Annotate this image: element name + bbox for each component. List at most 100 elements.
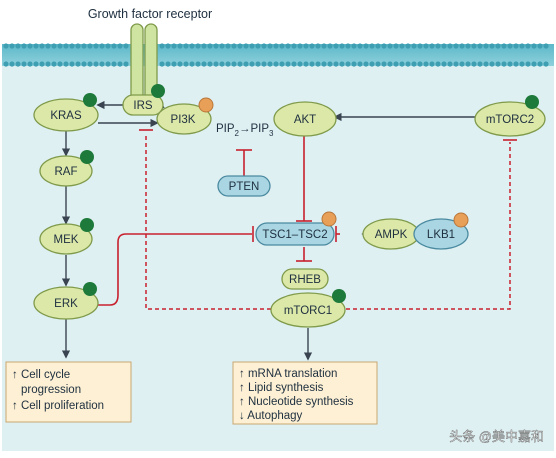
mtorc1-label: mTORC1 (284, 305, 332, 317)
lipid-head (543, 43, 549, 49)
lipid-head (315, 61, 321, 67)
lipid-head (57, 43, 63, 49)
phospho-dot (83, 282, 97, 296)
lipid-head (63, 43, 69, 49)
node-ampk: AMPK (362, 218, 420, 250)
node-tsc: TSC1–TSC2 (255, 211, 337, 246)
inhibit-erk-tsc (98, 233, 252, 306)
lipid-head (459, 43, 465, 49)
node-irs: IRS (122, 84, 165, 116)
outcome-erk-line1: ↑ Cell cycle (12, 369, 70, 381)
lipid-head (279, 43, 285, 49)
node-pten: PTEN (217, 175, 271, 197)
lipid-head (447, 43, 453, 49)
lipid-head (99, 43, 105, 49)
lipid-head (525, 43, 531, 49)
lipid-head (399, 61, 405, 67)
lipid-head (429, 43, 435, 49)
phospho-dot (525, 95, 539, 109)
lipid-head (453, 43, 459, 49)
lipid-head (237, 61, 243, 67)
lipid-head (285, 43, 291, 49)
lipid-head (393, 61, 399, 67)
lipid-head (231, 61, 237, 67)
lipid-head (345, 43, 351, 49)
lipid-head (93, 43, 99, 49)
lipid-head (219, 43, 225, 49)
lipid-head (87, 43, 93, 49)
lipid-head (177, 43, 183, 49)
lipid-head (27, 61, 33, 67)
lipid-head (321, 61, 327, 67)
node-akt: AKT (273, 101, 337, 137)
lipid-head (57, 61, 63, 67)
lipid-head (417, 43, 423, 49)
lipid-head (189, 61, 195, 67)
lipid-head (9, 43, 15, 49)
irs-label: IRS (133, 100, 153, 112)
lipid-head (63, 61, 69, 67)
lipid-head (99, 61, 105, 67)
lipid-head (297, 43, 303, 49)
lipid-head (255, 43, 261, 49)
lipid-head (261, 43, 267, 49)
lipid-head (363, 43, 369, 49)
lipid-head (483, 43, 489, 49)
ampk-label: AMPK (375, 229, 408, 241)
lipid-head (69, 43, 75, 49)
lipid-head (123, 61, 129, 67)
lipid-head (429, 61, 435, 67)
pip-conversion: PIP2→PIP3 (216, 123, 274, 138)
lipid-head (249, 61, 255, 67)
lipid-head (369, 43, 375, 49)
lipid-head (339, 43, 345, 49)
rheb-label: RHEB (289, 274, 321, 286)
lipid-head (285, 61, 291, 67)
lipid-head (309, 61, 315, 67)
lipid-head (75, 61, 81, 67)
lipid-head (363, 61, 369, 67)
lipid-head (351, 61, 357, 67)
lipid-head (321, 43, 327, 49)
outcome-box-mtorc1: ↑ mRNA translation ↑ Lipid synthesis ↑ N… (232, 361, 378, 425)
lipid-head (477, 61, 483, 67)
lipid-head (201, 43, 207, 49)
lipid-head (531, 61, 537, 67)
lipid-head (471, 61, 477, 67)
lipid-head (27, 43, 33, 49)
lipid-head (213, 61, 219, 67)
lipid-head (15, 43, 21, 49)
lipid-head (243, 43, 249, 49)
lipid-head (441, 61, 447, 67)
lipid-head (33, 61, 39, 67)
lipid-head (87, 61, 93, 67)
feedback-loops (145, 133, 511, 310)
pi3k-label: PI3K (171, 114, 196, 126)
phospho-dot (332, 289, 346, 303)
lipid-head (75, 43, 81, 49)
lipid-head (267, 61, 273, 67)
lipid-head (123, 43, 129, 49)
lipid-head (117, 61, 123, 67)
lipid-head (435, 43, 441, 49)
lipid-head (279, 61, 285, 67)
lipid-head (177, 61, 183, 67)
lipid-head (375, 61, 381, 67)
node-erk: ERK (33, 282, 99, 320)
lipid-head (345, 61, 351, 67)
outcome-erk-line2: progression (21, 384, 81, 396)
lipid-head (495, 43, 501, 49)
lipid-head (411, 61, 417, 67)
watermark-text: 头条 @美中嘉和 (449, 429, 544, 444)
lipid-head (171, 61, 177, 67)
lipid-head (351, 43, 357, 49)
lipid-head (213, 43, 219, 49)
kras-label: KRAS (50, 110, 82, 122)
lipid-head (501, 61, 507, 67)
lipid-head (273, 43, 279, 49)
erk-label: ERK (54, 298, 78, 310)
lipid-head (399, 43, 405, 49)
lipid-head (21, 61, 27, 67)
